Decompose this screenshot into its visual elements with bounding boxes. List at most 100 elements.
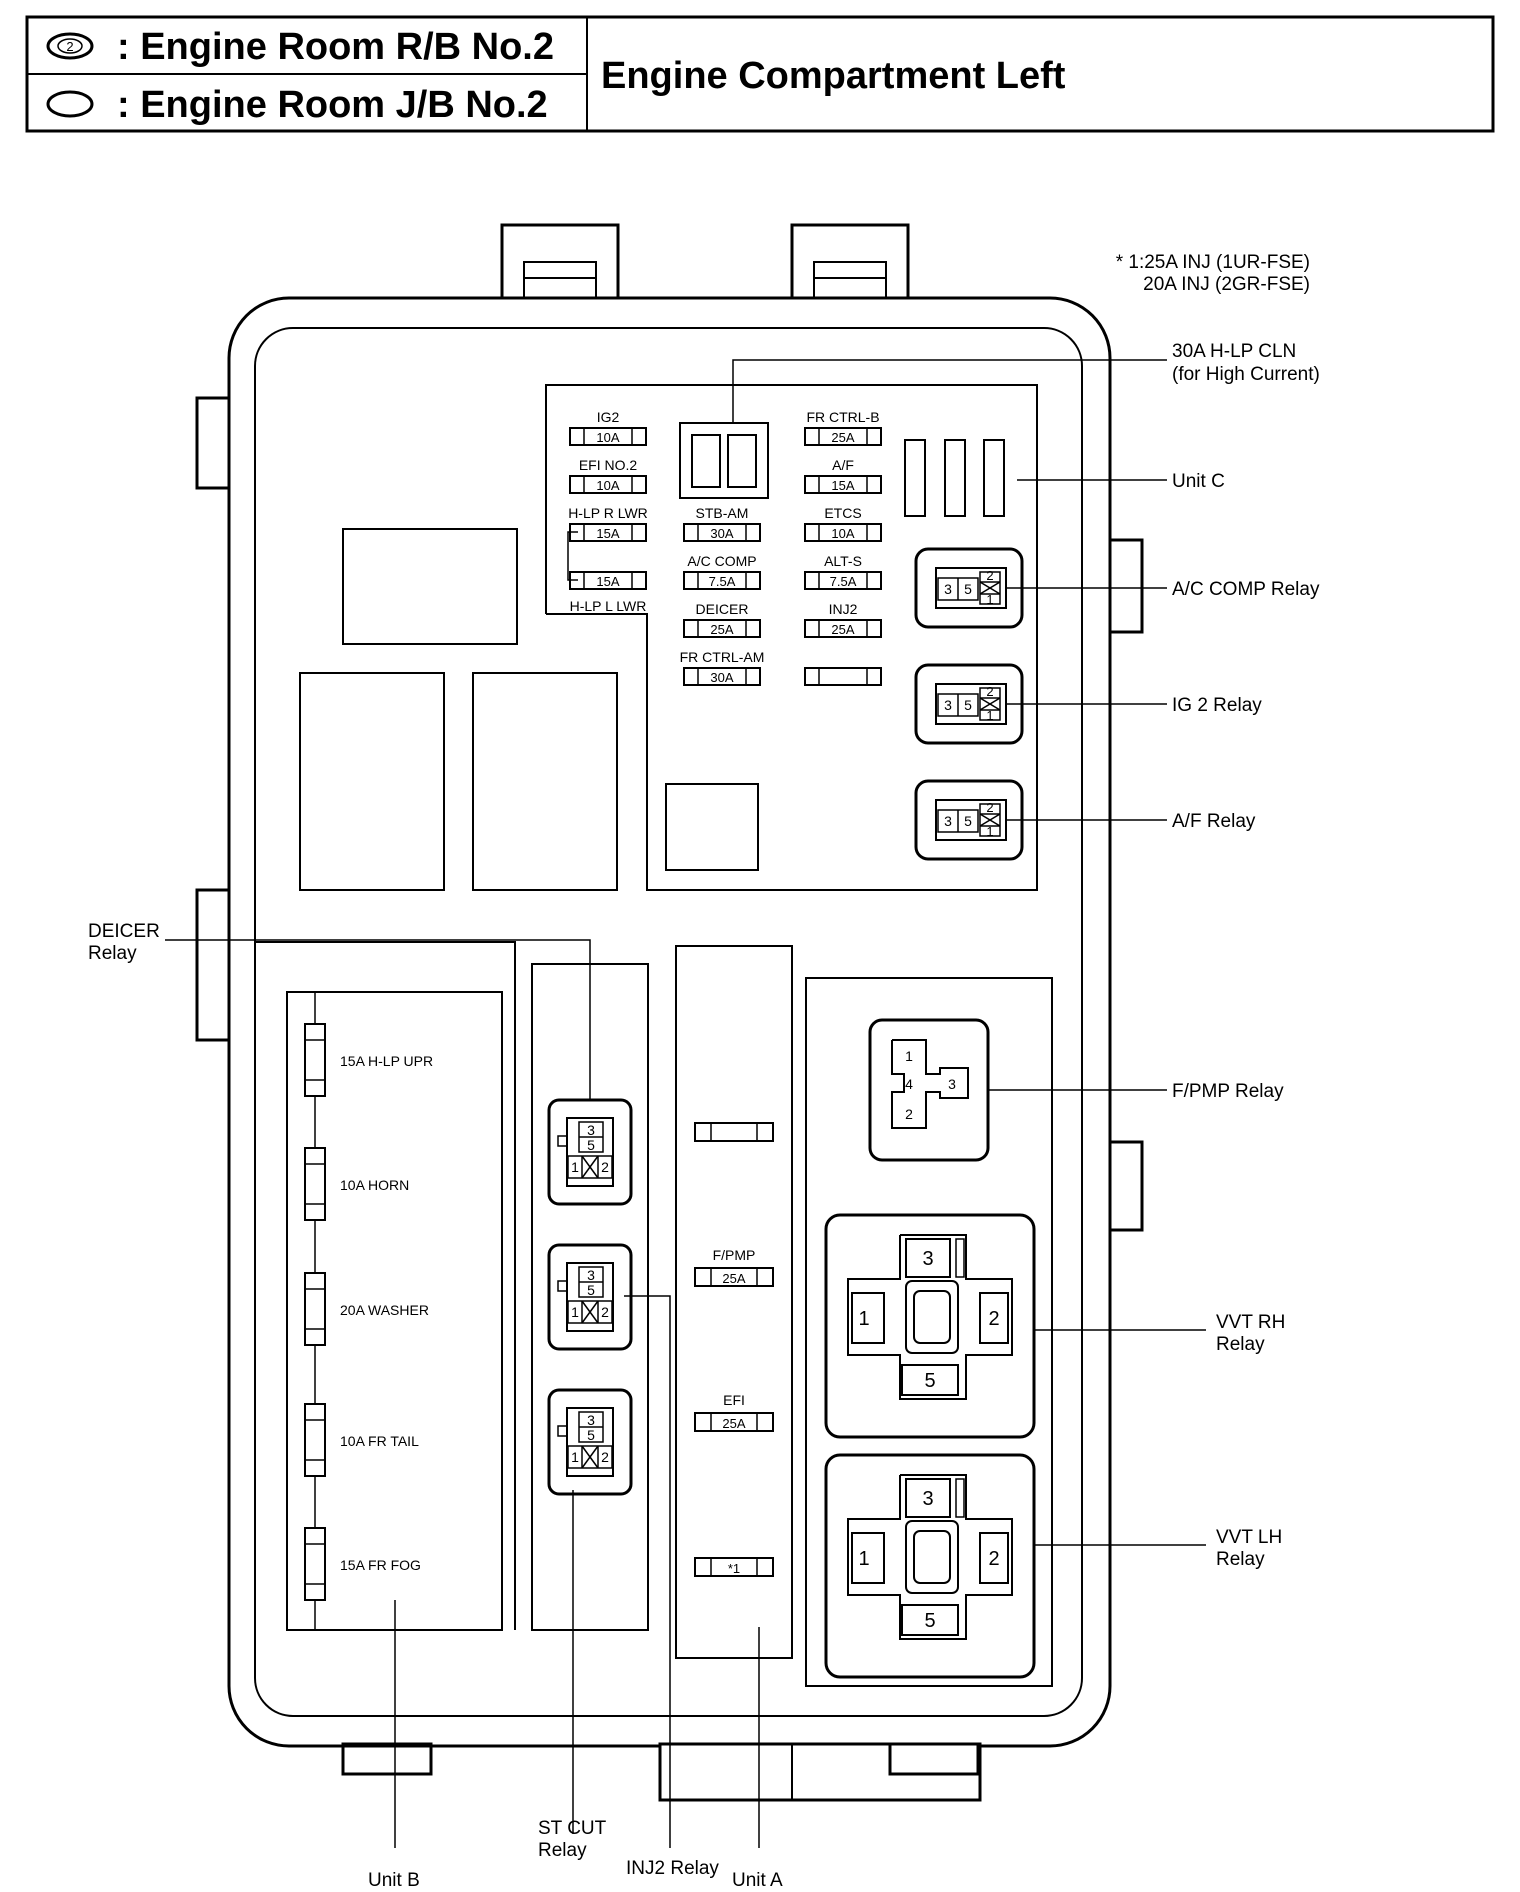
- pin-label: 1: [905, 1048, 913, 1064]
- unit-b-fuse: 10A HORN: [304, 1147, 409, 1221]
- unit-b-fuse-label: 20A WASHER: [340, 1302, 429, 1318]
- fuse-rating: *1: [728, 1561, 740, 1576]
- pin-label: 3: [944, 581, 952, 597]
- pin-label: 2: [601, 1304, 609, 1320]
- unit-b-fuse: 15A FR FOG: [304, 1527, 421, 1601]
- callout-vvt-rh-2: Relay: [1216, 1334, 1265, 1355]
- pin-label: 3: [922, 1248, 933, 1270]
- fuse: INJ2 25A: [804, 601, 882, 638]
- callout-inj2-relay: INJ2 Relay: [626, 1858, 719, 1879]
- fuse-body: [804, 571, 882, 590]
- fuse-body: [304, 1272, 326, 1346]
- fuse-body: [683, 619, 761, 638]
- fuse-body: [694, 1412, 774, 1432]
- fuse-name: INJ2: [829, 601, 858, 617]
- pin-label: 3: [587, 1267, 595, 1283]
- pin-label: 2: [601, 1159, 609, 1175]
- fuse-name: A/C COMP: [687, 553, 756, 569]
- relay-socket: [566, 1117, 614, 1187]
- pin-box: [851, 1292, 885, 1344]
- unit-a-fuse: *1: [694, 1557, 774, 1577]
- fuse-body: [694, 1122, 774, 1142]
- pin-label: 1: [571, 1159, 579, 1175]
- fuse-body: [304, 1527, 326, 1601]
- fuse-body: [804, 667, 882, 686]
- relay-block-large: [342, 528, 518, 645]
- relay-block-small: [665, 783, 759, 871]
- fuse: ALT-S7.5A: [804, 553, 882, 590]
- unit-b-fuse: 10A FR TAIL: [304, 1403, 419, 1477]
- pin-label: 3: [922, 1488, 933, 1510]
- relay-housing: [824, 1213, 1036, 1439]
- relay-key: [557, 1135, 568, 1147]
- callout-vvt-lh-2: Relay: [1216, 1549, 1265, 1570]
- fuse-bracket: [567, 531, 578, 581]
- fuse-name: FR CTRL-AM: [680, 649, 765, 665]
- jb-oval-icon: [46, 90, 94, 118]
- pin-box: [905, 1478, 951, 1518]
- unit-b-fuse: 20A WASHER: [304, 1272, 429, 1346]
- legend-jb-text: : Engine Room J/B No.2: [117, 84, 548, 126]
- callout-hlp-cln-1: 30A H-LP CLN: [1172, 341, 1296, 362]
- pin-label: 5: [924, 1370, 935, 1392]
- fuse-body: [683, 571, 761, 590]
- relay-diode-box: [979, 687, 1001, 721]
- fuse-body: [683, 523, 761, 542]
- relay-center-inner: [913, 1530, 951, 1584]
- relay-key: [557, 1280, 568, 1292]
- fuse-body: [304, 1023, 326, 1097]
- relay-socket: [566, 1262, 614, 1332]
- relay-x-mark: [979, 581, 1001, 595]
- callout-deicer-1: DEICER: [88, 921, 160, 942]
- pin-label: 2: [986, 568, 993, 583]
- unit-c-link-3: [983, 439, 1005, 517]
- fuse-name: ALT-S: [824, 553, 862, 569]
- header-table: 2 : Engine Room R/B No.2 : Engine Room J…: [25, 15, 1495, 133]
- fuse-rating: 25A: [831, 430, 854, 445]
- note-line-2: 20A INJ (2GR-FSE): [1143, 274, 1310, 295]
- pin-label: 3: [944, 697, 952, 713]
- pin-label: 5: [924, 1610, 935, 1632]
- box-body: [195, 223, 1144, 1802]
- rb-symbol-number: 2: [66, 39, 73, 54]
- fuse-body: [804, 619, 882, 638]
- relay-x-mark: [979, 697, 1001, 711]
- fuse-body: [804, 475, 882, 494]
- relay-center: [905, 1520, 959, 1594]
- fuse-body: [694, 1557, 774, 1577]
- fuse-rating: 15A: [596, 526, 619, 541]
- callout-st-cut-1: ST CUT: [538, 1818, 607, 1839]
- unit-b-fuse-label: 10A HORN: [340, 1177, 409, 1193]
- unit-b-fuse-label: 15A H-LP UPR: [340, 1053, 433, 1069]
- pin-label: 1: [858, 1548, 869, 1570]
- pin-label: 2: [905, 1106, 913, 1122]
- relay-block-center: [472, 672, 618, 891]
- relay-x-mark: [581, 1300, 599, 1324]
- pin-label: 2: [988, 1308, 999, 1330]
- callout-af-relay: A/F Relay: [1172, 811, 1256, 832]
- relay-block-left: [299, 672, 445, 891]
- callout-unit-a: Unit A: [732, 1870, 783, 1891]
- pin-label: 2: [986, 800, 993, 815]
- fuse-body: [304, 1403, 326, 1477]
- fuse-rating: 15A: [831, 478, 854, 493]
- callout-ac-comp-relay: A/C COMP Relay: [1172, 579, 1320, 600]
- relay-diode-box: [567, 1155, 613, 1179]
- relay-housing: [824, 1453, 1036, 1679]
- fuse-name: H-LP R LWR: [568, 505, 648, 521]
- pin-label: 3: [944, 813, 952, 829]
- fuse-rating: 25A: [831, 622, 854, 637]
